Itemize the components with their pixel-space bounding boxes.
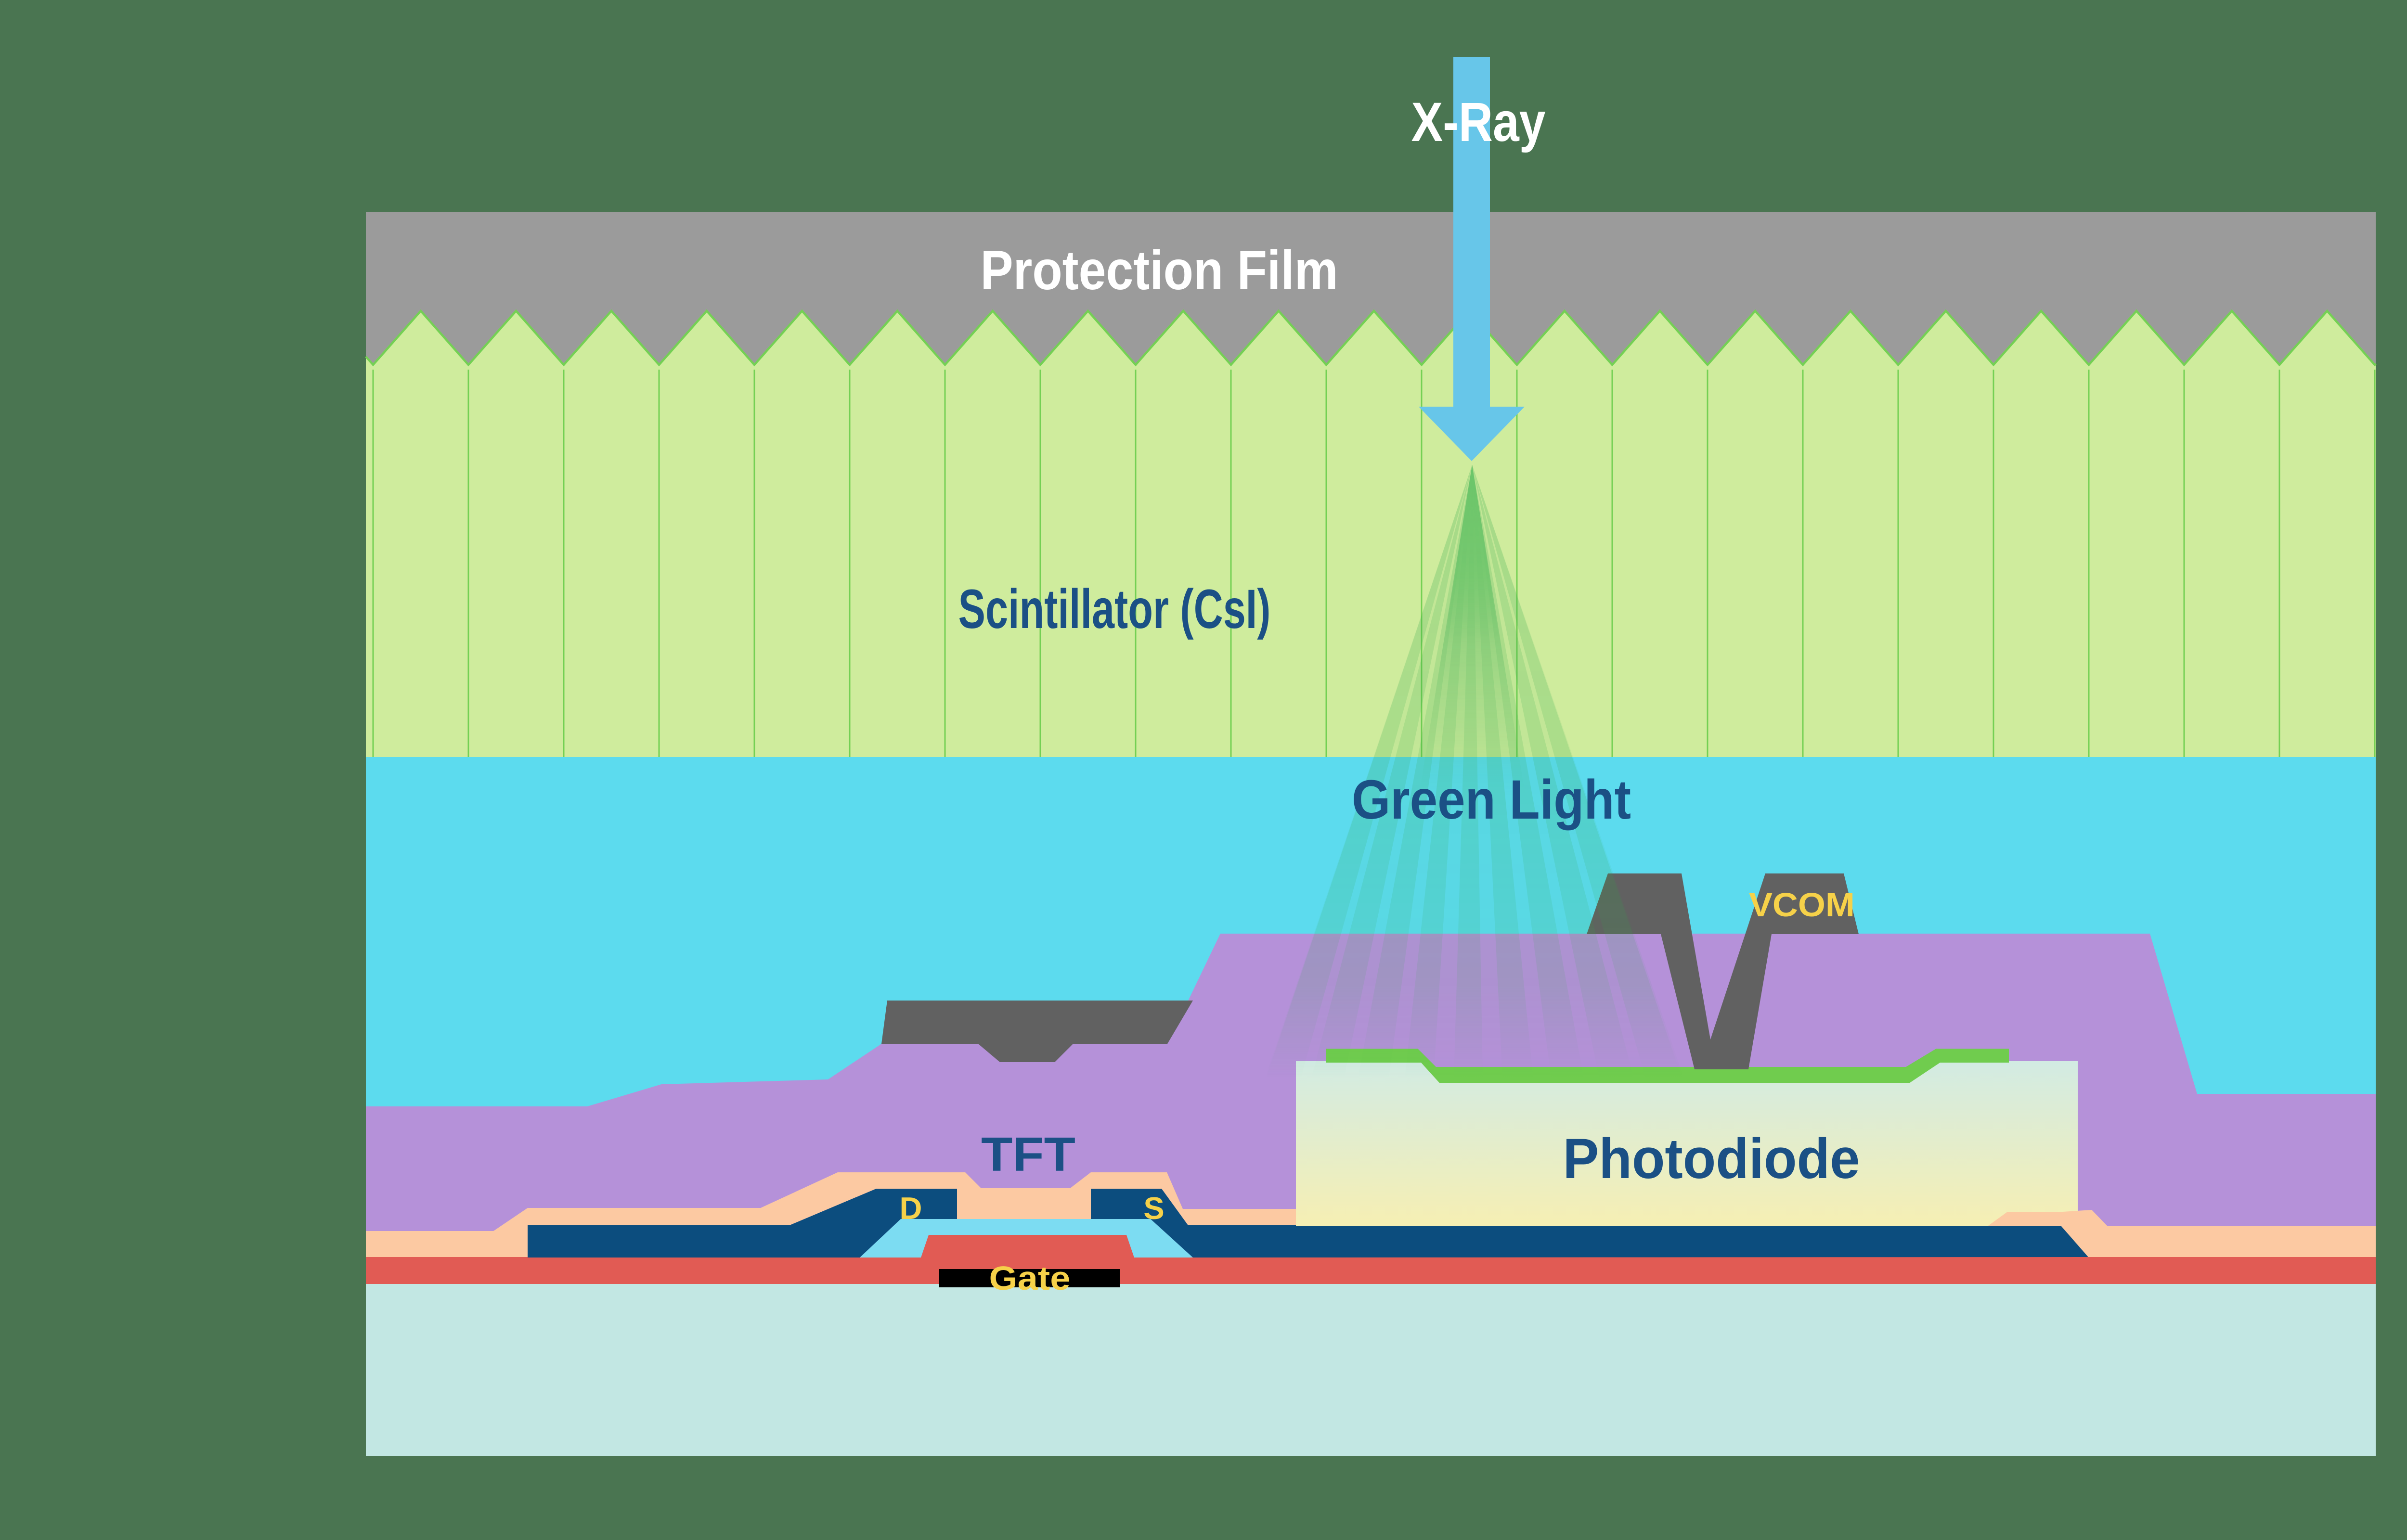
svg-text:Photodiode: Photodiode bbox=[1563, 1127, 1860, 1191]
svg-text:Scintillator (CsI): Scintillator (CsI) bbox=[958, 578, 1271, 640]
svg-text:VCOM: VCOM bbox=[1749, 886, 1855, 924]
svg-text:Green Light: Green Light bbox=[1352, 769, 1631, 831]
svg-text:D: D bbox=[900, 1191, 922, 1226]
svg-text:X-Ray: X-Ray bbox=[1411, 91, 1546, 153]
svg-text:S: S bbox=[1143, 1191, 1164, 1226]
svg-text:TFT: TFT bbox=[981, 1128, 1075, 1181]
svg-text:Gate: Gate bbox=[989, 1259, 1071, 1297]
svg-text:Protection Film: Protection Film bbox=[981, 240, 1338, 301]
